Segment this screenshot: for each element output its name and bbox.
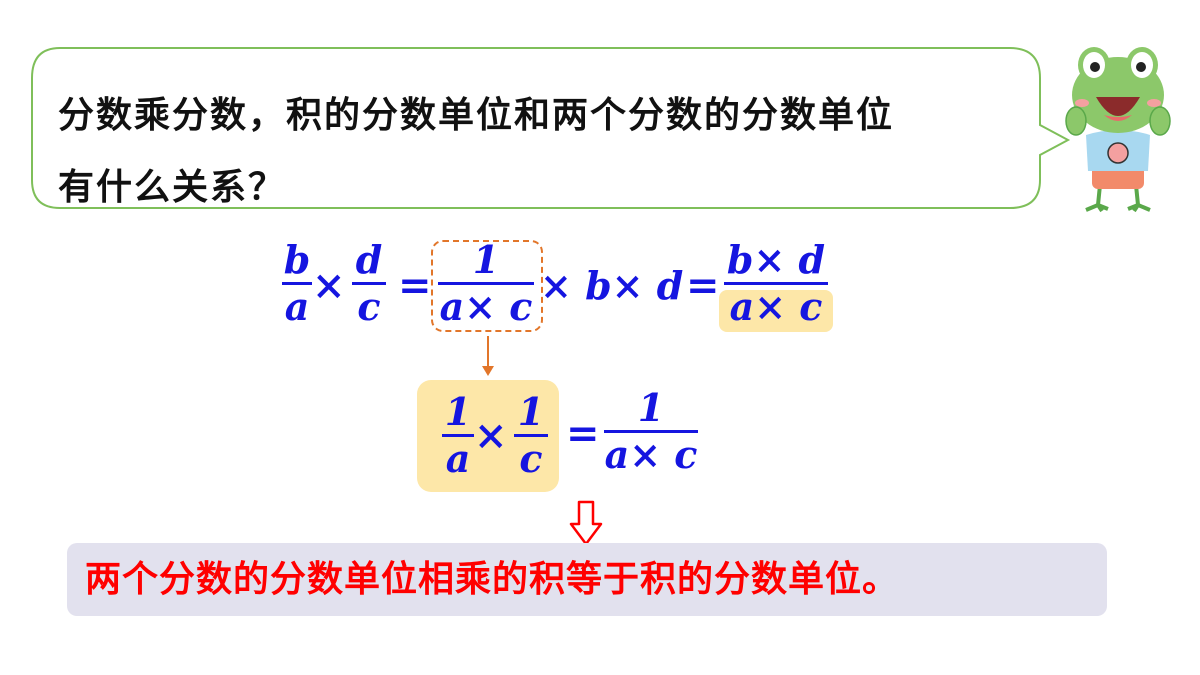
fraction-1-over-c: 1 c bbox=[514, 392, 548, 479]
denominator: a bbox=[445, 436, 471, 481]
fraction-1-over-axc: 1 a× c bbox=[438, 240, 534, 327]
numerator: b bbox=[283, 237, 311, 282]
highlight-denominator-1 bbox=[719, 290, 833, 332]
numerator: b× d bbox=[726, 237, 826, 282]
question-line-1: 分数乘分数，积的分数单位和两个分数的分数单位 bbox=[58, 95, 895, 136]
fraction-bar bbox=[282, 282, 312, 285]
conclusion-text: 两个分数的分数单位相乘的积等于积的分数单位。 bbox=[85, 559, 900, 600]
fraction-d-over-c: d c bbox=[352, 240, 386, 327]
fraction-bxd-over-axc: b× d a× c bbox=[724, 240, 828, 327]
question-line-2: 有什么关系？ bbox=[58, 167, 287, 208]
numerator: 1 bbox=[637, 385, 665, 430]
times-sign: × bbox=[312, 262, 346, 309]
fraction-bar bbox=[724, 282, 828, 285]
question-text: 分数乘分数，积的分数单位和两个分数的分数单位 有什么关系？ bbox=[58, 80, 1038, 224]
equals-sign: = bbox=[398, 262, 432, 309]
numerator: d bbox=[355, 237, 383, 282]
fraction-bar bbox=[604, 430, 698, 433]
fraction-bar bbox=[438, 282, 534, 285]
denominator: c bbox=[519, 436, 543, 481]
numerator: 1 bbox=[517, 389, 545, 434]
conclusion-box bbox=[67, 543, 1107, 616]
times-sign: × bbox=[474, 412, 508, 459]
denominator: a bbox=[284, 284, 310, 329]
equals-sign: = bbox=[686, 262, 720, 309]
denominator: a× c bbox=[439, 284, 533, 329]
fraction-bar bbox=[514, 434, 548, 437]
equals-sign: = bbox=[566, 410, 600, 457]
hollow-down-arrow-icon bbox=[569, 500, 603, 546]
frog-character-icon bbox=[1065, 47, 1171, 213]
down-arrow-icon bbox=[482, 336, 494, 376]
fraction-bar bbox=[352, 282, 386, 285]
denominator: a× c bbox=[729, 284, 823, 329]
denominator: a× c bbox=[604, 432, 698, 477]
fraction-b-over-a: b a bbox=[282, 240, 312, 327]
numerator: 1 bbox=[472, 237, 500, 282]
dashed-highlight-box bbox=[431, 240, 543, 332]
denominator: c bbox=[357, 284, 381, 329]
fraction-1-over-a: 1 a bbox=[442, 392, 474, 479]
times-b-times-d: × b× d bbox=[540, 263, 684, 308]
fraction-1-over-axc-result: 1 a× c bbox=[604, 388, 698, 475]
numerator: 1 bbox=[444, 389, 472, 434]
fraction-bar bbox=[442, 434, 474, 437]
